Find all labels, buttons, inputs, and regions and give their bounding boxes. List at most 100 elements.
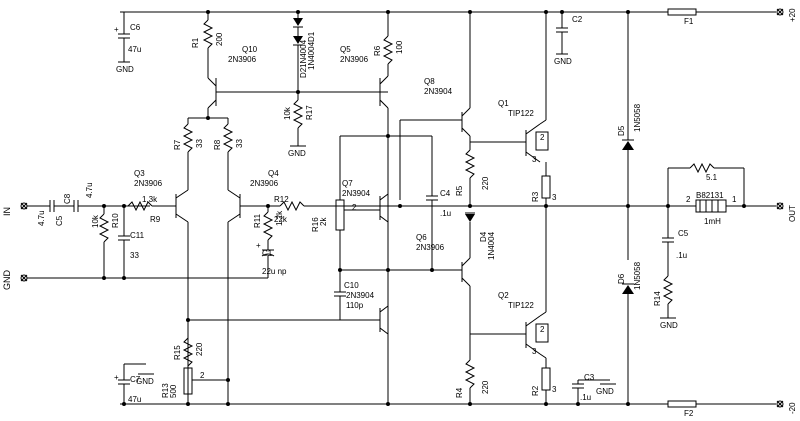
svg-text:C5: C5 — [678, 229, 689, 238]
svg-text:C5: C5 — [55, 215, 64, 226]
svg-text:F1: F1 — [684, 17, 694, 26]
resistor-r14: R14 GND — [653, 275, 678, 330]
svg-text:C3: C3 — [584, 373, 595, 382]
svg-text:R3: R3 — [531, 191, 540, 202]
capacitor-c3: C3 .1u GND — [572, 373, 616, 404]
svg-text:C6: C6 — [130, 23, 141, 32]
svg-text:R17: R17 — [305, 105, 314, 120]
svg-text:3: 3 — [552, 193, 557, 202]
capacitor-c7: + C7 47u GND — [114, 363, 154, 404]
svg-text:C10: C10 — [344, 281, 359, 290]
svg-text:2N3906: 2N3906 — [228, 55, 257, 64]
svg-text:Q7: Q7 — [342, 179, 353, 188]
svg-text:Q5: Q5 — [340, 45, 351, 54]
resistor-r12: R12 22k — [274, 195, 400, 224]
svg-text:Q6: Q6 — [416, 233, 427, 242]
svg-text:22k: 22k — [274, 215, 288, 224]
svg-text:1.2k: 1.2k — [275, 210, 284, 226]
svg-text:+20: +20 — [788, 8, 797, 22]
svg-text:Q4: Q4 — [268, 169, 279, 178]
svg-text:Q2: Q2 — [498, 291, 509, 300]
svg-text:C7: C7 — [130, 375, 141, 384]
svg-text:2N3906: 2N3906 — [416, 243, 445, 252]
svg-text:R9: R9 — [150, 215, 161, 224]
svg-text:47u: 47u — [128, 395, 141, 404]
resistor-r4: R4 220 — [455, 359, 490, 404]
svg-text:4.7u: 4.7u — [37, 210, 46, 226]
capacitor-c5-input: 4.7u C5 — [37, 200, 74, 226]
svg-text:GND: GND — [288, 149, 306, 158]
svg-text:5.1: 5.1 — [706, 173, 718, 182]
svg-text:.1u: .1u — [580, 393, 591, 402]
svg-text:2k: 2k — [319, 217, 328, 226]
transistor-q2: Q2 TIP122 2 3 — [470, 206, 549, 359]
svg-text:33: 33 — [130, 251, 139, 260]
resistor-r3: R3 3 — [531, 162, 557, 206]
transistor-q4: Q4 2N3906 — [227, 169, 280, 404]
svg-text:R7: R7 — [173, 139, 182, 150]
diode-d4: D4 1N4004 — [465, 212, 496, 260]
svg-text:R15: R15 — [173, 345, 182, 360]
svg-text:47u: 47u — [128, 45, 141, 54]
svg-text:OUT: OUT — [788, 205, 797, 222]
svg-text:1N4004: 1N4004 — [487, 231, 496, 260]
transistor-q7: Q7 2N3904 — [339, 135, 433, 223]
svg-text:R10: R10 — [111, 213, 120, 228]
svg-text:D5: D5 — [617, 125, 626, 136]
svg-text:R8: R8 — [213, 139, 222, 150]
svg-text:B82131: B82131 — [696, 191, 724, 200]
resistor-r10: 10k R10 — [91, 206, 120, 278]
svg-text:R11: R11 — [253, 213, 262, 228]
svg-text:500: 500 — [169, 384, 178, 398]
svg-text:GND: GND — [136, 377, 154, 386]
capacitor-c6: + C6 47u GND — [114, 12, 141, 74]
svg-text:1N4004: 1N4004 — [307, 41, 316, 70]
diode-d2: D2 1N4004 — [293, 36, 308, 92]
svg-text:GND: GND — [554, 57, 572, 66]
capacitor-c5: C5 .1u — [662, 206, 689, 276]
svg-text:2N3906: 2N3906 — [340, 55, 369, 64]
svg-text:Q3: Q3 — [134, 169, 145, 178]
svg-text:GND: GND — [2, 270, 12, 291]
svg-text:IN: IN — [2, 207, 12, 216]
svg-text:F2: F2 — [684, 409, 694, 418]
transistor-q1: Q1 TIP122 2 3 — [469, 12, 549, 164]
svg-text:C4: C4 — [440, 189, 451, 198]
svg-text:C2: C2 — [572, 15, 583, 24]
svg-text:3: 3 — [532, 155, 537, 164]
svg-text:+: + — [114, 373, 119, 382]
capacitor-c10: C10 110p — [334, 270, 364, 320]
svg-text:C1: C1 — [262, 249, 273, 258]
svg-text:R12: R12 — [274, 195, 289, 204]
diode-d5: D5 1N5058 — [617, 12, 642, 260]
svg-text:R2: R2 — [531, 385, 540, 396]
svg-text:R16: R16 — [311, 217, 320, 232]
transistor-q8: Q8 2N3904 — [399, 12, 471, 200]
resistor-r5: R5 220 — [455, 149, 490, 206]
transistor-q3: Q3 2N3906 — [134, 169, 189, 404]
svg-text:Q10: Q10 — [242, 45, 258, 54]
terminal-out: OUT — [776, 202, 797, 222]
svg-text:D1: D1 — [307, 31, 316, 42]
svg-text:22u np: 22u np — [262, 267, 287, 276]
svg-text:R5: R5 — [455, 185, 464, 196]
transistor-q9: 2N3904 — [188, 291, 389, 335]
svg-text:R13: R13 — [161, 383, 170, 398]
resistor-r13-pot: R13 500 2 — [161, 367, 228, 398]
svg-text:1: 1 — [732, 195, 737, 204]
svg-text:D6: D6 — [617, 273, 626, 284]
svg-text:Q8: Q8 — [424, 77, 435, 86]
svg-text:200: 200 — [215, 32, 224, 46]
svg-text:100: 100 — [395, 40, 404, 54]
svg-text:TIP122: TIP122 — [508, 301, 534, 310]
svg-text:2: 2 — [540, 325, 545, 334]
svg-text:+: + — [256, 241, 261, 250]
svg-text:33: 33 — [195, 139, 204, 148]
svg-text:3: 3 — [532, 347, 537, 356]
junction-dots — [102, 10, 746, 406]
capacitor-c2: C2 GND — [554, 12, 583, 66]
svg-text:1N5058: 1N5058 — [633, 103, 642, 132]
svg-text:220: 220 — [195, 342, 204, 356]
